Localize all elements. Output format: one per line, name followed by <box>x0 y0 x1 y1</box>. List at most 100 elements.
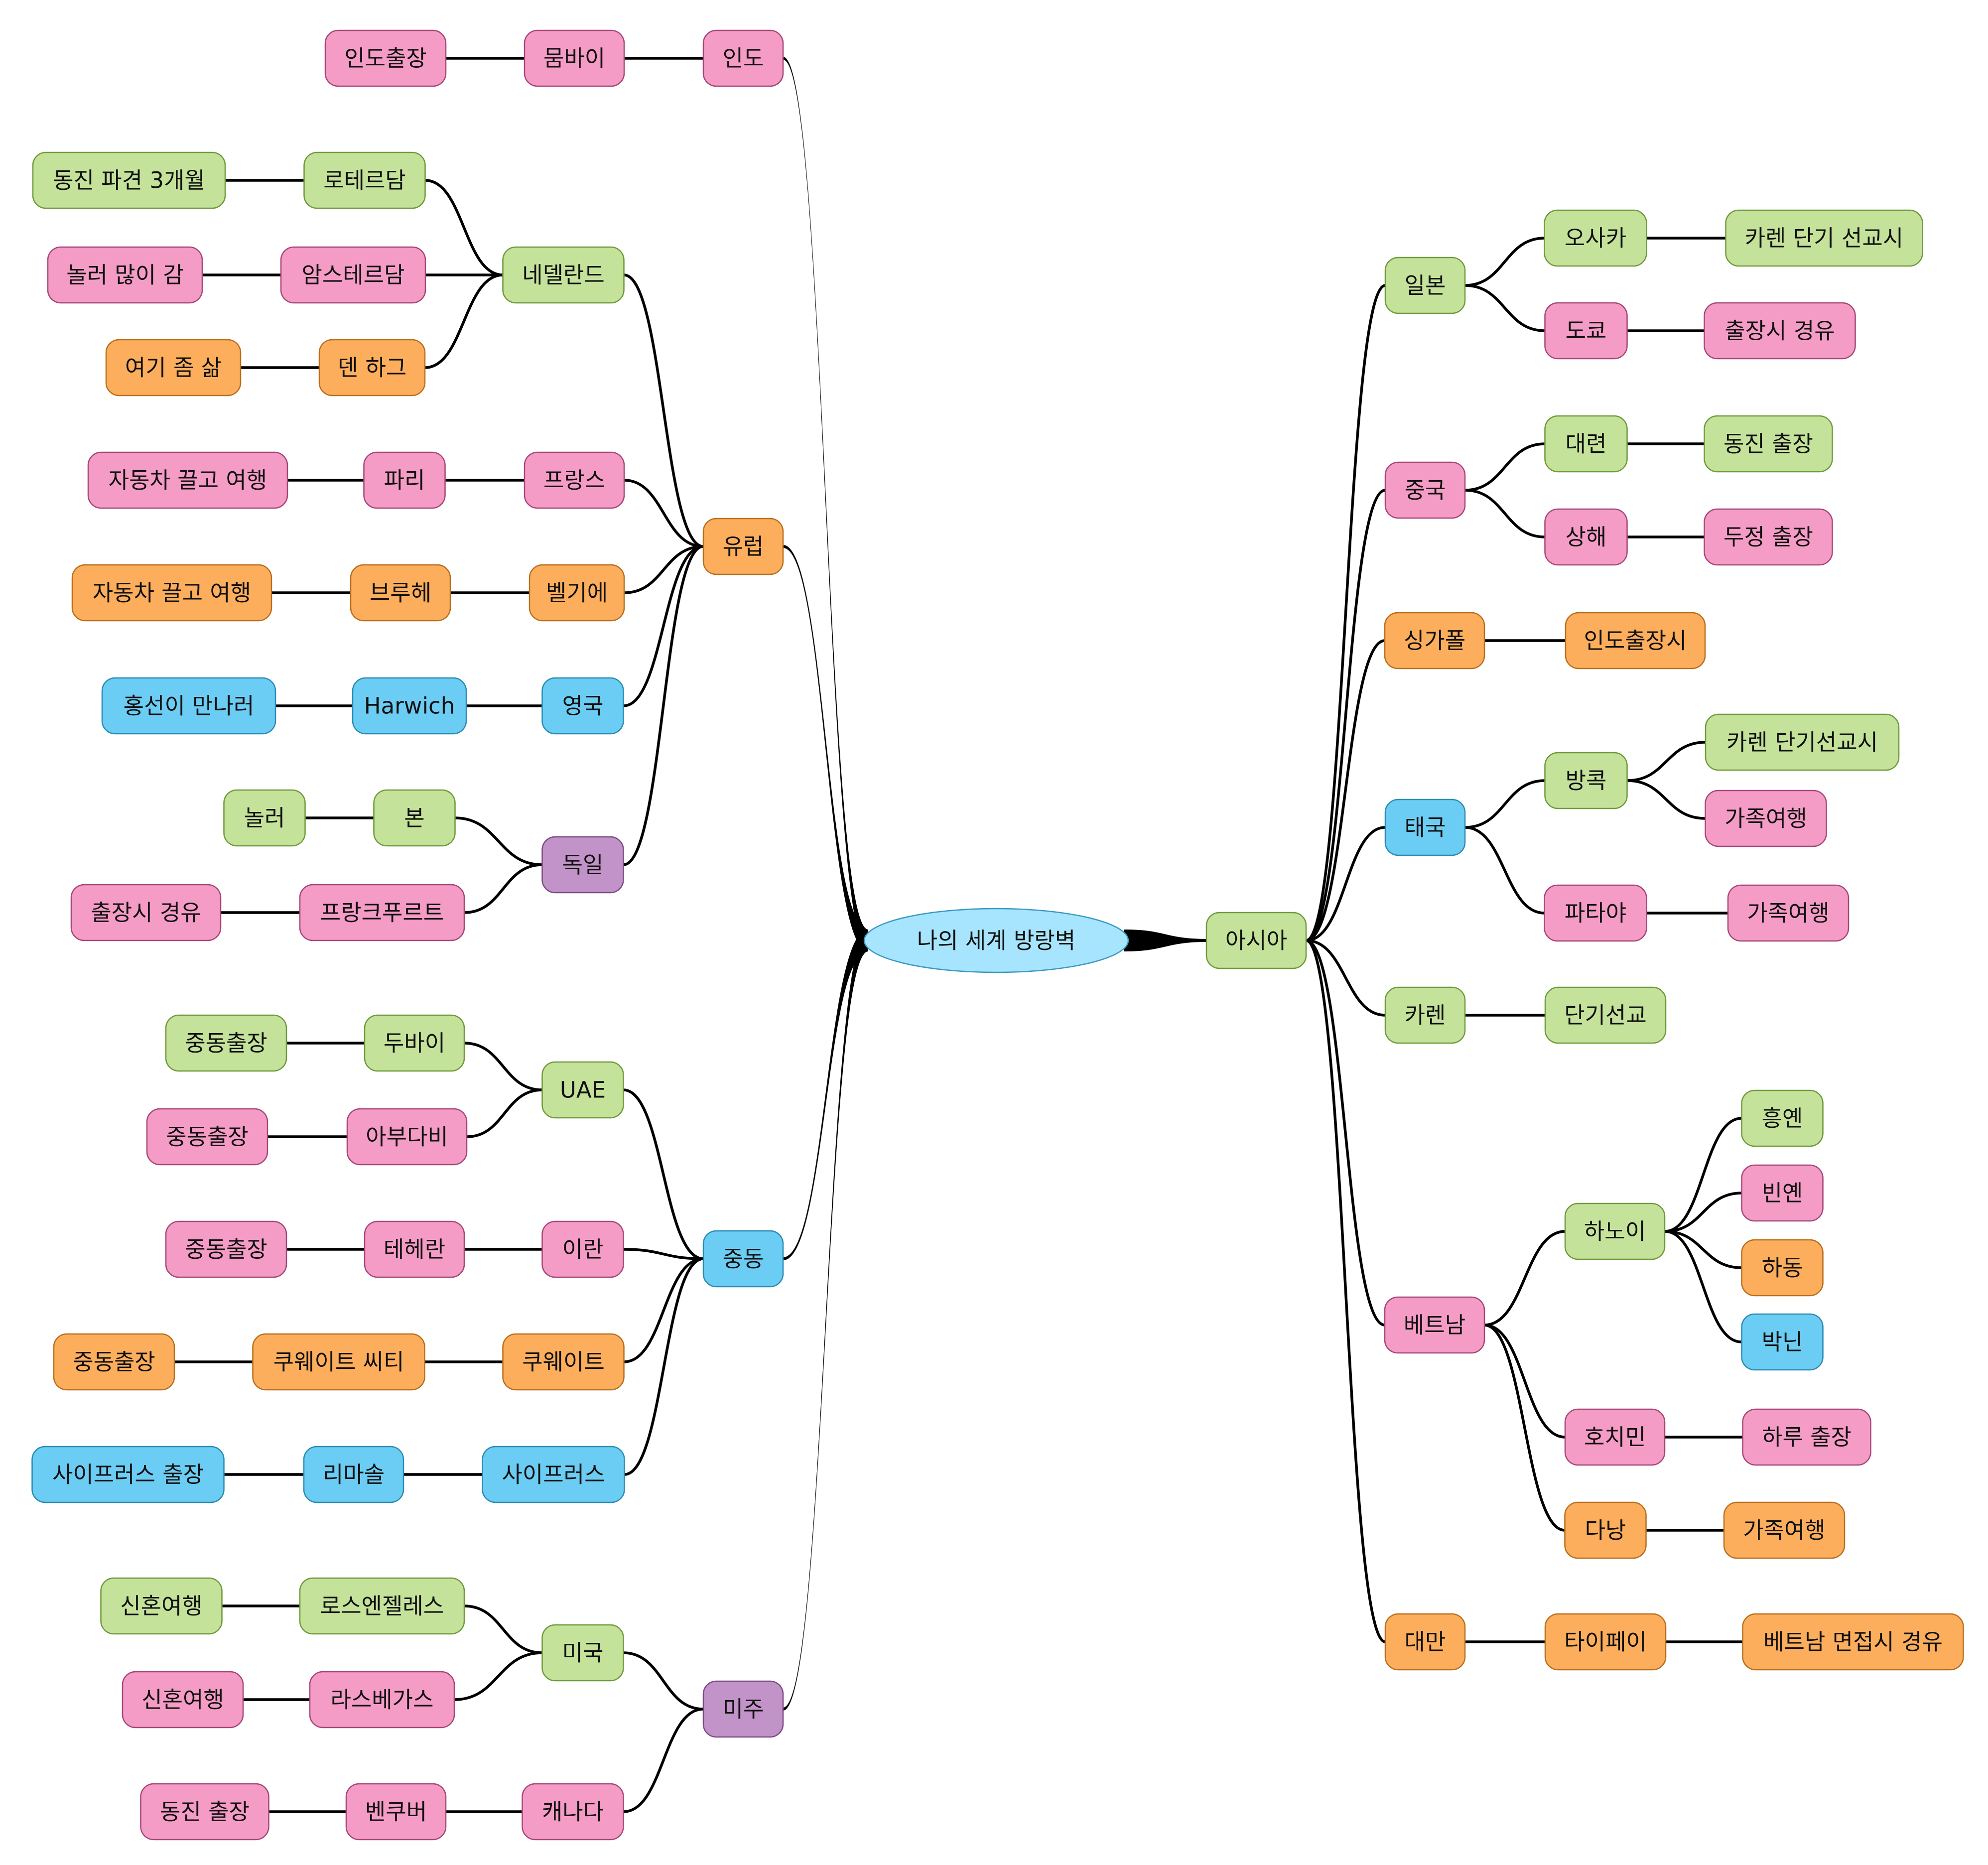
node-limassol-note[interactable]: 사이프러스 출장 <box>31 1446 225 1503</box>
node-thailand[interactable]: 태국 <box>1384 799 1466 856</box>
node-root[interactable]: 나의 세계 방랑벽 <box>863 908 1129 973</box>
node-kuwaitcity-note[interactable]: 중동출장 <box>53 1333 175 1391</box>
node-mumbai[interactable]: 뭄바이 <box>524 29 625 87</box>
node-singapore[interactable]: 싱가폴 <box>1384 612 1485 669</box>
node-osaka[interactable]: 오사카 <box>1544 209 1647 267</box>
node-namerica[interactable]: 미주 <box>702 1680 784 1738</box>
node-rotterdam[interactable]: 로테르담 <box>303 151 426 209</box>
node-harwich[interactable]: Harwich <box>352 677 467 735</box>
node-abudhabi[interactable]: 아부다비 <box>346 1108 468 1166</box>
node-lasvegas[interactable]: 라스베가스 <box>309 1671 455 1729</box>
node-singapore-note[interactable]: 인도출장시 <box>1565 612 1706 669</box>
node-hcm[interactable]: 호치민 <box>1564 1408 1666 1466</box>
edge-hanoi-hanoi-4 <box>1664 1230 1742 1343</box>
node-la-note[interactable]: 신혼여행 <box>100 1577 223 1635</box>
node-netherlands[interactable]: 네델란드 <box>502 246 625 304</box>
node-box-rotterdam <box>303 151 426 209</box>
node-uae[interactable]: UAE <box>541 1061 624 1119</box>
node-label-limassol-note: 사이프러스 출장 <box>52 1462 204 1488</box>
node-box-hanoi-4 <box>1741 1313 1824 1371</box>
node-box-tehran-note <box>165 1220 287 1278</box>
node-taipei-note[interactable]: 베트남 면접시 경유 <box>1742 1613 1964 1671</box>
node-iran[interactable]: 이란 <box>541 1220 624 1278</box>
node-canada[interactable]: 캐나다 <box>522 1783 624 1841</box>
node-taiwan[interactable]: 대만 <box>1384 1613 1466 1671</box>
node-box-dubai-note <box>165 1014 287 1072</box>
node-hanoi-4[interactable]: 박닌 <box>1741 1313 1824 1371</box>
node-box-canada <box>522 1783 624 1841</box>
node-hanoi-2[interactable]: 빈옌 <box>1741 1164 1824 1222</box>
node-paris-note[interactable]: 자동차 끌고 여행 <box>87 451 288 509</box>
node-hanoi-3[interactable]: 하동 <box>1741 1239 1824 1297</box>
node-label-pattaya-note: 가족여행 <box>1747 900 1830 927</box>
node-karen-note[interactable]: 단기선교 <box>1544 986 1667 1044</box>
node-bangkok[interactable]: 방콕 <box>1544 752 1628 809</box>
node-uk[interactable]: 영국 <box>541 677 624 735</box>
node-dalian[interactable]: 대련 <box>1544 415 1628 473</box>
node-cyprus[interactable]: 사이프러스 <box>482 1446 625 1503</box>
node-abudhabi-note[interactable]: 중동출장 <box>146 1108 268 1166</box>
node-rotterdam-note[interactable]: 동진 파견 3개월 <box>32 151 226 209</box>
node-limassol[interactable]: 리마솔 <box>303 1446 404 1503</box>
node-danang[interactable]: 다낭 <box>1564 1501 1647 1559</box>
node-tehran-note[interactable]: 중동출장 <box>165 1220 287 1278</box>
node-japan[interactable]: 일본 <box>1384 257 1466 314</box>
node-dubai-note[interactable]: 중동출장 <box>165 1014 287 1072</box>
node-harwich-note[interactable]: 홍선이 만나러 <box>101 677 276 735</box>
node-bangkok-note2[interactable]: 가족여행 <box>1705 790 1827 847</box>
node-kuwait[interactable]: 쿠웨이트 <box>502 1333 625 1391</box>
node-amsterdam-note[interactable]: 놀러 많이 감 <box>47 246 203 304</box>
node-europe[interactable]: 유럽 <box>702 518 784 575</box>
node-germany[interactable]: 독일 <box>541 836 624 894</box>
edge-netherlands-hague <box>424 273 503 369</box>
node-label-india: 인도 <box>723 45 764 72</box>
node-kuwaitcity[interactable]: 쿠웨이트 씨티 <box>252 1333 425 1391</box>
node-vancouver[interactable]: 벤쿠버 <box>345 1783 447 1841</box>
node-label-cyprus: 사이프러스 <box>502 1462 605 1488</box>
node-france[interactable]: 프랑스 <box>524 451 625 509</box>
node-label-bangkok-note1: 카렌 단기선교시 <box>1726 729 1878 756</box>
node-asia[interactable]: 아시아 <box>1205 912 1307 969</box>
node-bruges[interactable]: 브루헤 <box>350 564 451 622</box>
node-bruges-note[interactable]: 자동차 끌고 여행 <box>71 564 272 622</box>
node-dubai[interactable]: 두바이 <box>364 1014 465 1072</box>
node-india[interactable]: 인도 <box>702 29 784 87</box>
node-vancouver-note[interactable]: 동진 출장 <box>140 1783 269 1841</box>
node-tokyo-note[interactable]: 출장시 경유 <box>1704 302 1856 360</box>
node-hague-note[interactable]: 여기 좀 삶 <box>105 339 242 397</box>
node-paris[interactable]: 파리 <box>363 451 446 509</box>
node-belgium[interactable]: 벨기에 <box>529 564 625 622</box>
node-karen[interactable]: 카렌 <box>1384 986 1466 1044</box>
node-dalian-note[interactable]: 동진 출장 <box>1704 415 1833 473</box>
node-tokyo[interactable]: 도쿄 <box>1544 302 1628 360</box>
node-shanghai-note[interactable]: 두정 출장 <box>1704 508 1833 566</box>
node-box-amsterdam-note <box>47 246 203 304</box>
node-pattaya-note[interactable]: 가족여행 <box>1727 884 1850 942</box>
node-osaka-note[interactable]: 카렌 단기 선교시 <box>1725 209 1923 267</box>
node-amsterdam[interactable]: 암스테르담 <box>280 246 426 304</box>
node-bonn[interactable]: 본 <box>373 789 456 847</box>
node-hanoi[interactable]: 하노이 <box>1564 1202 1666 1260</box>
node-lasvegas-note[interactable]: 신혼여행 <box>122 1671 244 1729</box>
node-tehran[interactable]: 테헤란 <box>364 1220 465 1278</box>
node-bangkok-note1[interactable]: 카렌 단기선교시 <box>1705 713 1900 771</box>
node-taipei[interactable]: 타이페이 <box>1544 1613 1667 1671</box>
node-bonn-note[interactable]: 놀러 <box>223 789 306 847</box>
node-vietnam[interactable]: 베트남 <box>1384 1296 1485 1354</box>
node-hanoi-1[interactable]: 흥옌 <box>1741 1089 1824 1147</box>
node-mumbai-note[interactable]: 인도출장 <box>324 29 447 87</box>
node-box-la <box>299 1577 465 1635</box>
node-label-pattaya: 파타야 <box>1565 900 1626 927</box>
node-mideast[interactable]: 중동 <box>702 1230 784 1288</box>
node-shanghai[interactable]: 상해 <box>1544 508 1628 566</box>
node-hcm-note[interactable]: 하루 출장 <box>1742 1408 1871 1466</box>
node-usa[interactable]: 미국 <box>541 1624 624 1682</box>
node-la[interactable]: 로스엔젤레스 <box>299 1577 465 1635</box>
node-hague[interactable]: 덴 하그 <box>318 339 426 397</box>
node-frankfurt-note[interactable]: 출장시 경유 <box>70 884 222 941</box>
node-china[interactable]: 중국 <box>1384 461 1466 519</box>
node-danang-note[interactable]: 가족여행 <box>1723 1501 1846 1559</box>
node-frankfurt[interactable]: 프랑크푸르트 <box>299 884 465 941</box>
node-pattaya[interactable]: 파타야 <box>1544 884 1647 942</box>
